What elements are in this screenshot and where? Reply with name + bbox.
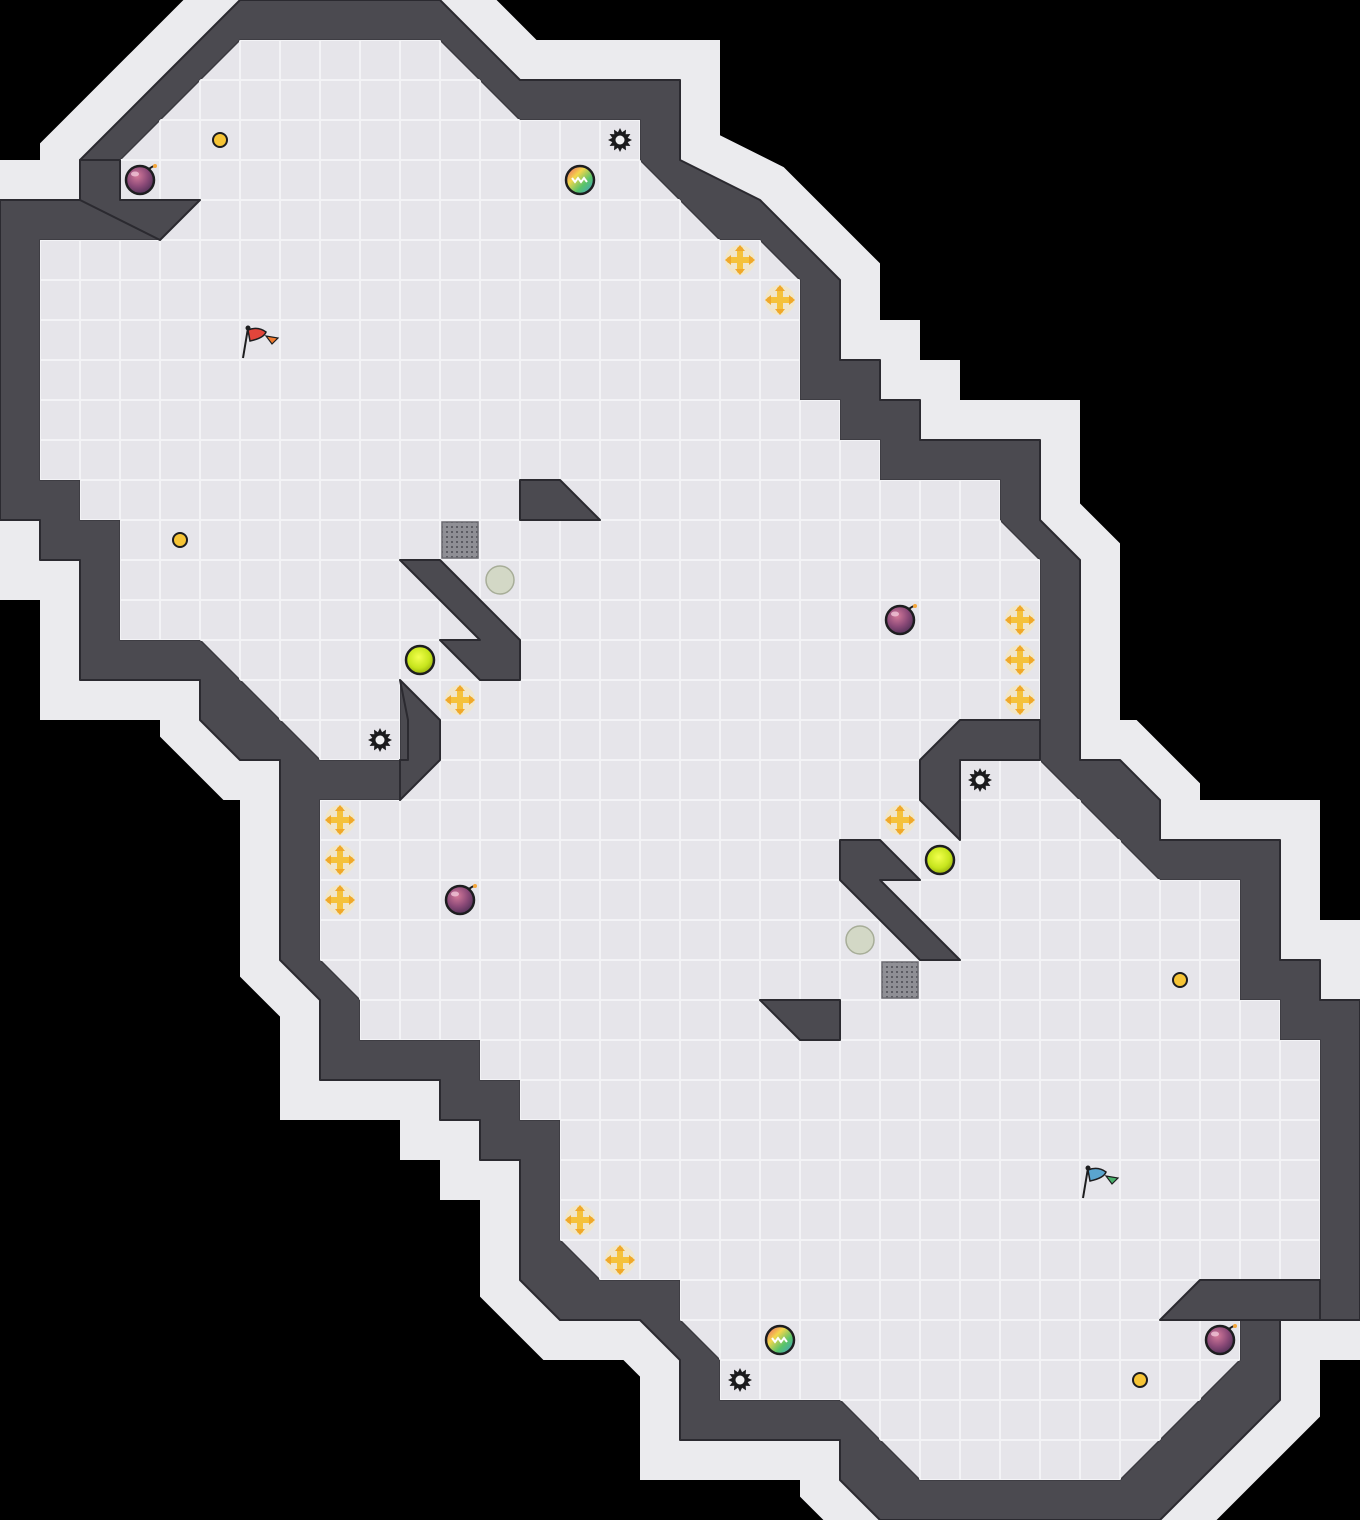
gate-button bbox=[924, 844, 956, 876]
boost-pad bbox=[725, 245, 755, 275]
boost-pad bbox=[565, 1205, 595, 1235]
spike bbox=[368, 728, 392, 752]
spike bbox=[968, 768, 992, 792]
gate-marker bbox=[845, 925, 875, 955]
bomb bbox=[884, 604, 917, 636]
bomb bbox=[444, 884, 477, 916]
wall-wedge bbox=[519, 479, 601, 521]
coin bbox=[1132, 1372, 1148, 1388]
wall-corner bbox=[1159, 1279, 1321, 1321]
wall-wedge bbox=[759, 999, 841, 1041]
boost-pad bbox=[445, 685, 475, 715]
coin bbox=[1172, 972, 1188, 988]
red-flag bbox=[242, 325, 280, 359]
powerup bbox=[564, 164, 596, 196]
boost-pad bbox=[1005, 605, 1035, 635]
spike bbox=[728, 1368, 752, 1392]
boost-pad bbox=[325, 845, 355, 875]
wall-corner bbox=[399, 679, 441, 801]
wall-ramp bbox=[399, 559, 521, 681]
boost-pad bbox=[765, 285, 795, 315]
coin bbox=[212, 132, 228, 148]
boost-pad bbox=[1005, 685, 1035, 715]
grate-portal bbox=[881, 961, 919, 999]
interior-walls bbox=[79, 159, 1321, 1321]
boost-pad bbox=[605, 1245, 635, 1275]
bomb bbox=[1204, 1324, 1237, 1356]
bomb bbox=[124, 164, 157, 196]
coin bbox=[172, 532, 188, 548]
map-items bbox=[124, 128, 1237, 1392]
gate-button bbox=[404, 644, 436, 676]
blue-flag bbox=[1082, 1165, 1120, 1199]
boost-pad bbox=[325, 805, 355, 835]
boost-pad bbox=[1005, 645, 1035, 675]
spike bbox=[608, 128, 632, 152]
boost-pad bbox=[885, 805, 915, 835]
grate-portal bbox=[441, 521, 479, 559]
gate-marker bbox=[485, 565, 515, 595]
wall-ramp bbox=[839, 839, 961, 961]
powerup bbox=[764, 1324, 796, 1356]
boost-pad bbox=[325, 885, 355, 915]
wall-corner bbox=[919, 719, 1041, 841]
wall-corner bbox=[79, 159, 201, 241]
